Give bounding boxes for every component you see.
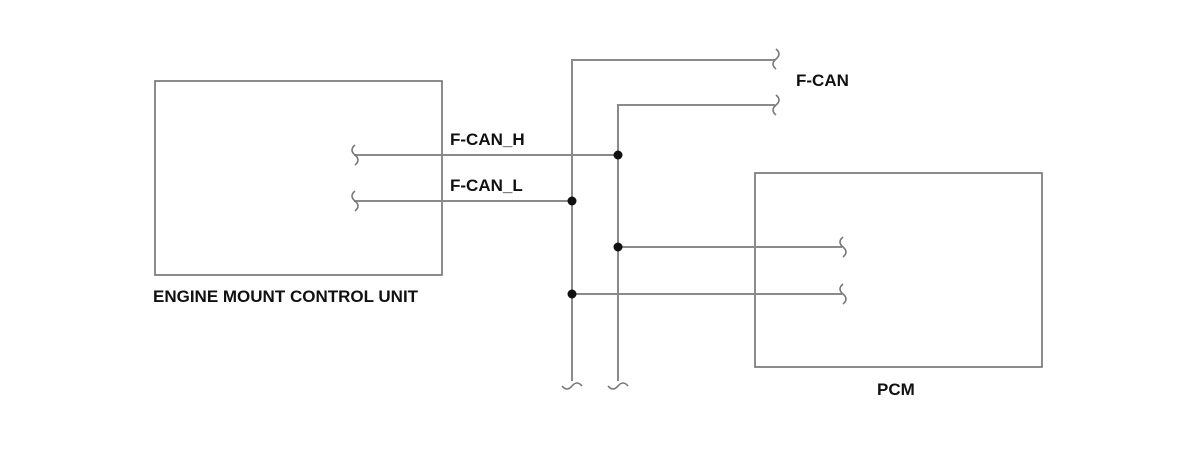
connector-break-bus-top-1 (772, 48, 780, 70)
splice-dot (613, 242, 623, 252)
connector-break-bus-bottom-2 (607, 382, 629, 390)
connector-break-emcu-l (351, 190, 359, 212)
splice-dot (613, 150, 623, 160)
connector-break-pcm-h (839, 236, 847, 258)
can-h-label: F-CAN_H (450, 130, 525, 149)
can-l-label: F-CAN_L (450, 176, 523, 195)
splice-dot (567, 196, 577, 206)
connector-break-pcm-l (839, 283, 847, 305)
pcm-label: PCM (877, 380, 915, 399)
can-h-bus-trunk (617, 104, 775, 381)
splice-dot (567, 289, 577, 299)
engine-mount-control-unit-box (154, 80, 443, 276)
connector-break-bus-top-2 (772, 94, 780, 116)
connector-break-emcu-h (351, 144, 359, 166)
connector-break-bus-bottom-1 (561, 382, 583, 390)
can-l-bus-trunk (571, 59, 775, 381)
f-can-bus-label: F-CAN (796, 71, 849, 90)
pcm-box (754, 172, 1043, 368)
engine-mount-control-unit-label: ENGINE MOUNT CONTROL UNIT (153, 287, 419, 306)
